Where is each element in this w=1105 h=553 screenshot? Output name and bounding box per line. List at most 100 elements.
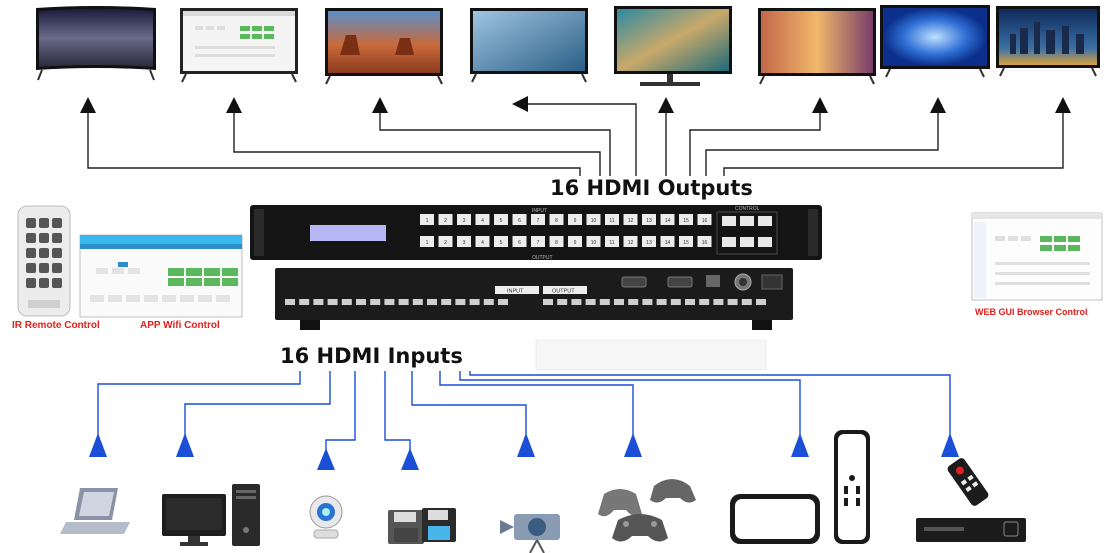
rear-hdmi-output-port	[599, 299, 610, 305]
rear-hdmi-input-port	[370, 299, 381, 305]
rear-hdmi-input-port	[341, 299, 352, 305]
input-button-2[interactable]: 2	[438, 214, 453, 225]
dvd-player-icon	[916, 458, 1026, 542]
output-button-8[interactable]: 8	[549, 236, 564, 247]
svg-text:11: 11	[609, 240, 614, 246]
remote-key	[52, 218, 62, 228]
svg-text:8: 8	[555, 218, 558, 224]
output-button-12[interactable]: 12	[623, 236, 638, 247]
output-button-5[interactable]: 5	[494, 236, 508, 247]
rear-hdmi-input-port	[313, 299, 324, 305]
rear-hdmi-output-port	[699, 299, 710, 305]
output-button-9[interactable]: 9	[568, 236, 582, 247]
rear-output-label: OUTPUT	[552, 289, 575, 295]
game-controller-icon	[598, 479, 696, 542]
remote-key	[26, 278, 36, 288]
input-button-13[interactable]: 13	[642, 214, 656, 225]
rear-hdmi-input-port	[469, 299, 480, 305]
input-button-3[interactable]: 3	[457, 214, 471, 225]
rear-hdmi-output-port	[614, 299, 624, 305]
output-button-10[interactable]: 10	[586, 236, 601, 247]
input-button-4[interactable]: 4	[475, 214, 490, 225]
web-gui-screenshot-icon	[971, 212, 1103, 301]
input-button-7[interactable]: 7	[531, 214, 545, 225]
rear-hdmi-input-port	[412, 299, 423, 305]
remote-key	[26, 233, 36, 243]
output-button-14[interactable]: 14	[660, 236, 675, 247]
svg-text:2: 2	[444, 218, 447, 224]
rear-hdmi-input-port	[299, 299, 310, 305]
rear-input-label: INPUT	[507, 289, 524, 295]
storage-icon	[388, 508, 456, 544]
rear-hdmi-output-port	[557, 299, 568, 305]
svg-text:15: 15	[683, 240, 689, 246]
rear-hdmi-input-port	[398, 299, 409, 305]
webcam-icon	[309, 495, 343, 539]
svg-text:10: 10	[591, 240, 597, 246]
monitor-display-5	[614, 6, 732, 86]
remote-key	[52, 263, 62, 273]
tv-display-3	[325, 8, 443, 85]
rear-hdmi-input-port	[441, 299, 452, 305]
rear-hdmi-input-port	[483, 299, 494, 305]
output-button-3[interactable]: 3	[457, 236, 471, 247]
rear-hdmi-output-port	[656, 299, 667, 305]
input-button-12[interactable]: 12	[623, 214, 638, 225]
svg-text:14: 14	[665, 218, 671, 224]
svg-text:7: 7	[537, 240, 540, 246]
input-button-15[interactable]: 15	[679, 214, 693, 225]
rear-hdmi-input-port	[498, 299, 508, 305]
svg-text:1: 1	[426, 240, 429, 246]
output-button-1[interactable]: 1	[420, 236, 434, 247]
svg-text:9: 9	[574, 240, 577, 246]
remote-key	[39, 218, 49, 228]
input-button-6[interactable]: 6	[512, 214, 527, 225]
input-button-16[interactable]: 16	[697, 214, 712, 225]
output-button-15[interactable]: 15	[679, 236, 693, 247]
output-button-2[interactable]: 2	[438, 236, 453, 247]
output-button-16[interactable]: 16	[697, 236, 712, 247]
set-top-box-icon	[730, 494, 820, 544]
svg-text:5: 5	[500, 218, 503, 224]
input-button-9[interactable]: 9	[568, 214, 582, 225]
output-button-11[interactable]: 11	[605, 236, 619, 247]
remote-key	[26, 263, 36, 273]
rear-hdmi-output-port	[756, 299, 766, 305]
input-button-14[interactable]: 14	[660, 214, 675, 225]
svg-text:7: 7	[537, 218, 540, 224]
input-button-11[interactable]: 11	[605, 214, 619, 225]
input-button-1[interactable]: 1	[420, 214, 434, 225]
svg-text:13: 13	[646, 218, 652, 224]
remote-key	[39, 248, 49, 258]
svg-text:16: 16	[702, 218, 708, 224]
tv-display-8	[996, 6, 1100, 77]
input-button-10[interactable]: 10	[586, 214, 601, 225]
input-button-5[interactable]: 5	[494, 214, 508, 225]
output-lines	[87, 103, 1064, 178]
input-arrowheads	[89, 433, 959, 470]
rear-hdmi-output-port	[585, 299, 596, 305]
tv-display-7	[880, 5, 990, 78]
output-button-6[interactable]: 6	[512, 236, 527, 247]
svg-text:6: 6	[518, 240, 521, 246]
rear-hdmi-output-port	[685, 299, 695, 305]
svg-text:3: 3	[463, 240, 466, 246]
ir-remote-icon	[17, 205, 71, 317]
input-button-8[interactable]: 8	[549, 214, 564, 225]
output-button-7[interactable]: 7	[531, 236, 545, 247]
rear-hdmi-input-port	[384, 299, 395, 305]
output-button-13[interactable]: 13	[642, 236, 656, 247]
remote-key	[52, 233, 62, 243]
camera-icon	[500, 514, 560, 553]
output-button-4[interactable]: 4	[475, 236, 490, 247]
svg-text:6: 6	[518, 218, 521, 224]
rear-hdmi-input-port	[285, 299, 295, 305]
rear-hdmi-output-port	[642, 299, 653, 305]
rear-hdmi-output-port	[741, 299, 752, 305]
output-arrowheads	[80, 96, 1071, 113]
